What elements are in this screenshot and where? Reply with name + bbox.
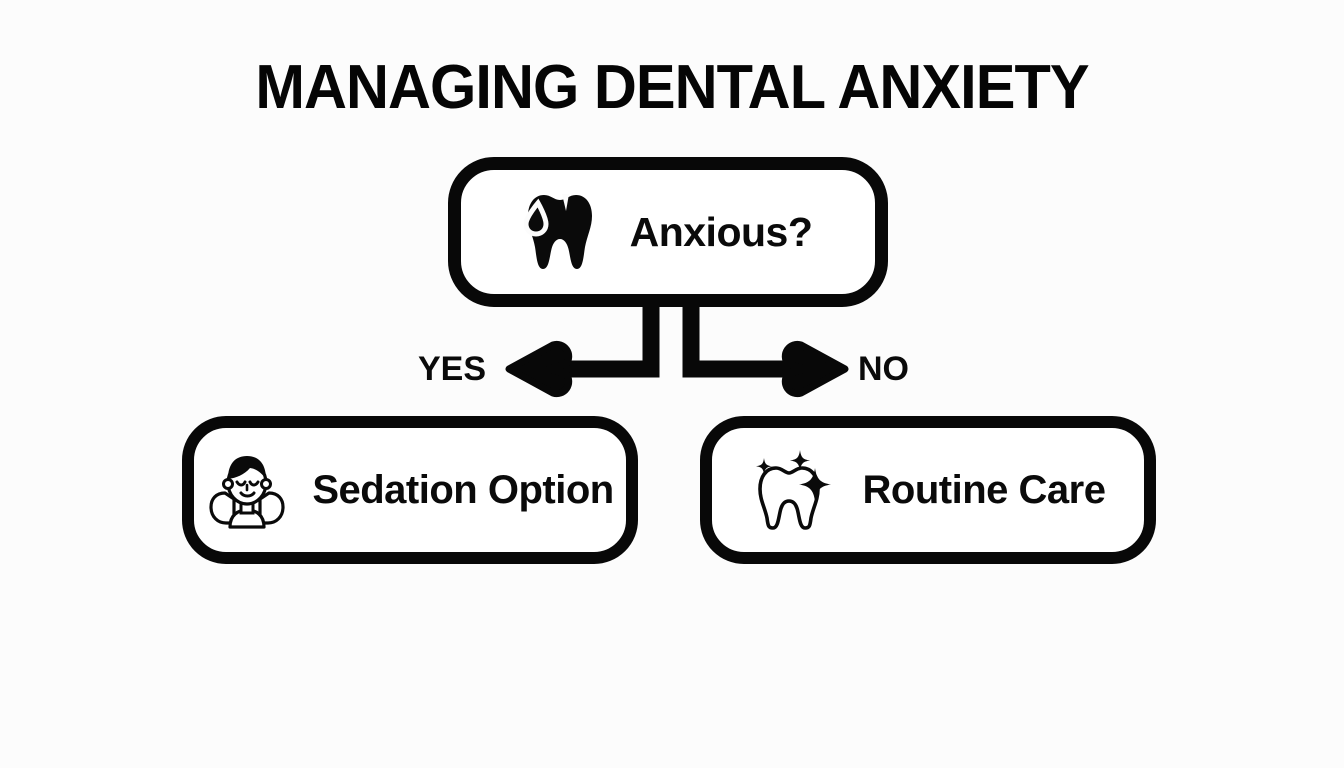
branch-label-no: NO <box>858 350 909 388</box>
outcome-node-label-routine: Routine Care <box>862 467 1106 512</box>
outcome-node-routine[interactable]: Routine Care <box>700 416 1156 564</box>
yes-connector-line <box>545 305 660 378</box>
no-arrowhead <box>781 340 849 398</box>
yes-arrowhead <box>505 340 573 398</box>
outcome-node-label-sedation: Sedation Option <box>312 467 614 512</box>
decision-node-anxious[interactable]: Anxious? <box>448 157 888 307</box>
no-connector-line <box>682 305 808 378</box>
sparkling-tooth-icon <box>751 448 835 532</box>
branch-label-yes: YES <box>418 350 487 388</box>
decision-node-label: Anxious? <box>629 208 813 255</box>
relaxed-face-icon <box>206 449 288 531</box>
outcome-node-sedation[interactable]: Sedation Option <box>182 416 638 564</box>
page-title: MANAGING DENTAL ANXIETY <box>255 53 1089 122</box>
anxious-tooth-sweat-icon <box>523 189 598 275</box>
